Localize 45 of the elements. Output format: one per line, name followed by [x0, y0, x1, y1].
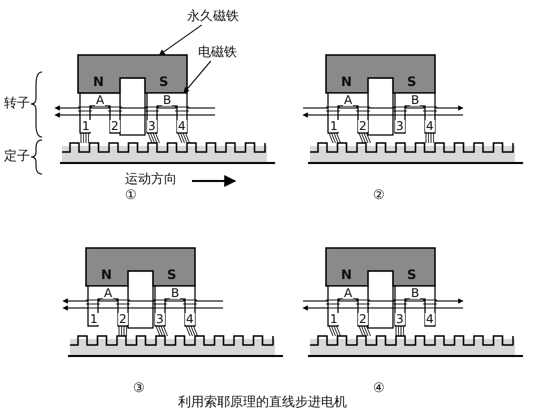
tooth-number: 3 [147, 120, 157, 132]
tooth-number: 2 [110, 120, 120, 132]
pole-label: A [343, 287, 354, 299]
pole-label: B [162, 94, 172, 106]
pole-label: S [167, 268, 176, 284]
panel-number: ④ [373, 381, 385, 397]
pole-label: A [343, 94, 354, 106]
pole-label: S [407, 75, 416, 91]
tooth-number: 4 [177, 120, 187, 132]
stator-label: 定子 [4, 149, 30, 165]
tooth-number: 4 [185, 313, 195, 325]
tooth-number: 4 [425, 313, 435, 325]
tooth-number: 4 [425, 120, 435, 132]
tooth-number: 2 [358, 120, 368, 132]
tooth-number: 1 [89, 313, 99, 325]
tooth-number: 1 [329, 120, 339, 132]
permanent-magnet [77, 54, 188, 94]
pole-label: B [170, 287, 180, 299]
tooth-number: 1 [329, 313, 339, 325]
pole-label: N [93, 75, 104, 91]
tooth-number: 3 [395, 120, 405, 132]
direction-label: 运动方向 [125, 172, 177, 188]
tooth-number: 3 [155, 313, 165, 325]
panel-number: ② [373, 188, 385, 204]
pole-label: A [95, 94, 106, 106]
pole-label: S [159, 75, 168, 91]
tooth-number: 2 [358, 313, 368, 325]
tooth-number: 3 [395, 313, 405, 325]
pole-label: N [341, 75, 352, 91]
pole-label: B [410, 94, 420, 106]
pole-label: N [341, 268, 352, 284]
tooth-number: 2 [118, 313, 128, 325]
pole-label: S [407, 268, 416, 284]
panel-number: ① [125, 188, 137, 204]
part-label: 电磁铁 [198, 45, 237, 61]
pole-label: N [101, 268, 112, 284]
rotor-label: 转子 [4, 96, 30, 112]
caption: 利用索耶原理的直线步进电机 [178, 395, 347, 411]
part-label: 永久磁铁 [187, 9, 239, 25]
pole-label: A [103, 287, 114, 299]
pole-label: B [410, 287, 420, 299]
leader-line [183, 60, 212, 94]
panel-number: ③ [133, 381, 145, 397]
leader-line [158, 24, 202, 56]
tooth-number: 1 [81, 120, 91, 132]
